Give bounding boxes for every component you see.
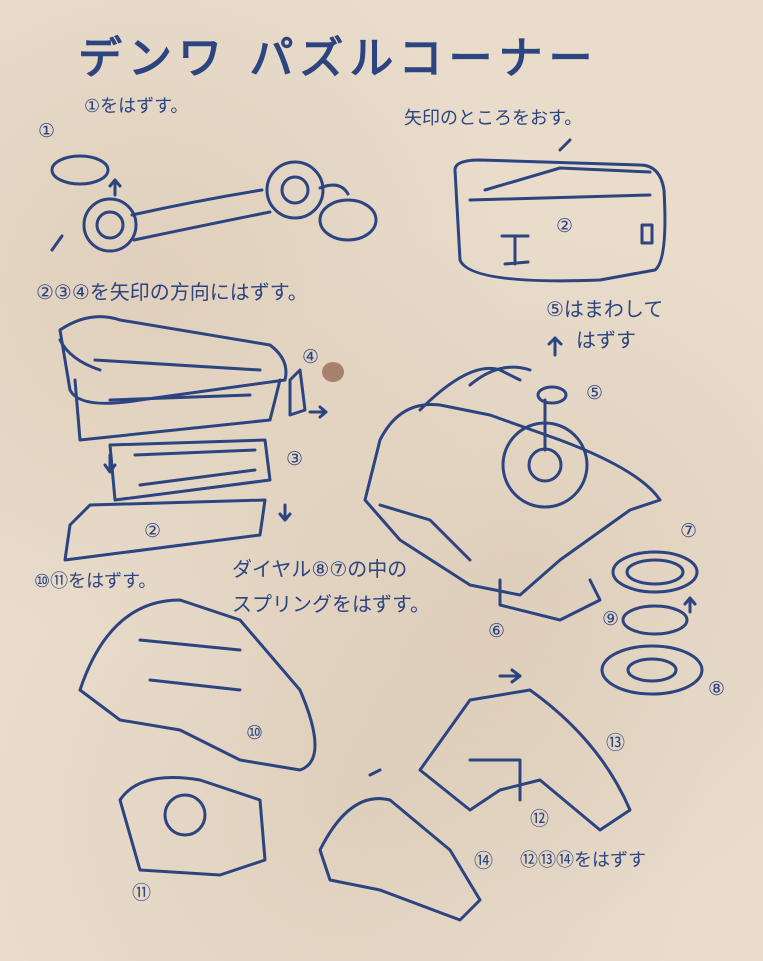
part-label-9: ⑨ <box>602 608 620 630</box>
part-label-10: ⑩ <box>246 722 264 744</box>
part-label-13: ⑬ <box>606 732 626 754</box>
part-label-6: ⑥ <box>488 620 506 642</box>
page-title: デンワ パズルコーナー <box>78 33 599 84</box>
instruction-dial-line1: ダイヤル⑧⑦の中の <box>232 557 408 581</box>
part-label-2-top: ② <box>556 215 574 237</box>
part-label-1: ① <box>38 120 56 142</box>
part-label-5: ⑤ <box>586 382 604 404</box>
handset-illustration <box>50 154 378 253</box>
instruction-step234: ②③④を矢印の方向にはずす。 <box>36 280 308 304</box>
part-label-14: ⑭ <box>474 850 494 872</box>
instruction-step121314: ⑫⑬⑭をはずす <box>520 850 646 871</box>
rotary-phone-illustration <box>363 336 662 622</box>
instruction-step5-line1: ⑤はまわして <box>546 297 664 321</box>
part-label-12: ⑫ <box>530 808 550 830</box>
part-label-11: ⑪ <box>132 882 152 904</box>
exploded-base-illustration <box>58 315 328 562</box>
dial-rings-illustration <box>600 550 704 696</box>
part-label-2-bottom: ② <box>144 520 162 542</box>
instruction-dial-line2: スプリングをはずす。 <box>232 592 430 616</box>
inner-body-illustration <box>78 598 317 877</box>
part-label-4: ④ <box>302 346 320 368</box>
instruction-step5-line2: はずす <box>576 328 636 352</box>
paper-stain <box>322 362 344 382</box>
instruction-step1: ①をはずす。 <box>84 96 189 117</box>
part-label-7: ⑦ <box>680 520 698 542</box>
part-label-3: ③ <box>286 448 304 470</box>
instruction-arrow-press: 矢印のところをおす。 <box>404 108 583 129</box>
phone-base-illustration <box>453 138 667 283</box>
remaining-pieces-illustration <box>318 668 632 922</box>
instruction-step1011: ⑩⑪をはずす。 <box>34 571 157 592</box>
part-label-8: ⑧ <box>708 678 726 700</box>
